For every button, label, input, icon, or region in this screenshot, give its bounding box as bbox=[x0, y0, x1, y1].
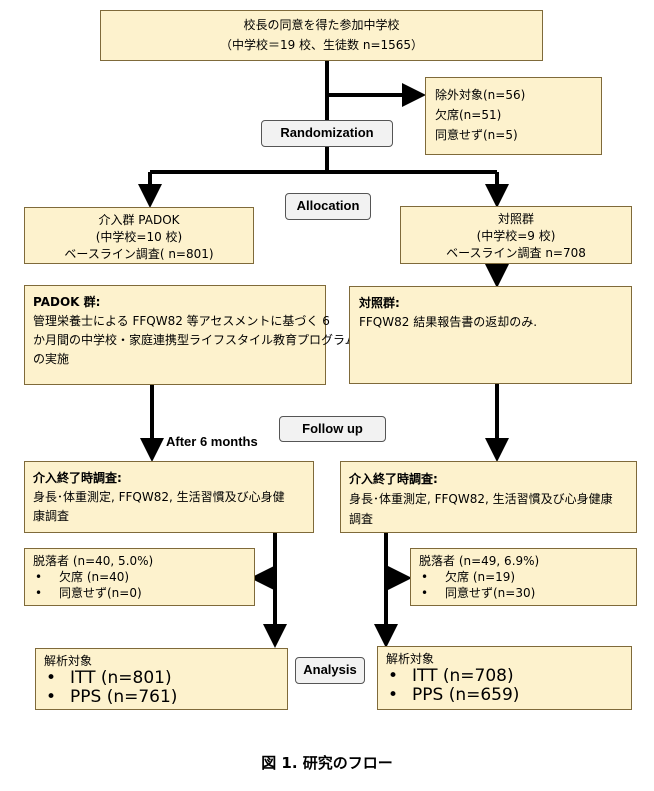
analysis-left-title: 解析対象 bbox=[44, 654, 93, 668]
tag-follow-up: Follow up bbox=[279, 416, 386, 442]
control-schools: (中学校=9 校) bbox=[476, 229, 556, 243]
dropout-left-no-consent: 同意せず(n=0) bbox=[33, 585, 254, 601]
end-survey-right-l1: 身長･体重測定, FFQW82, 生活習慣及び心身健康 bbox=[349, 492, 613, 506]
tag-randomization: Randomization bbox=[261, 120, 393, 147]
analysis-left-pps: PPS (n=761) bbox=[44, 688, 287, 707]
excluded-box: 除外対象(n=56) 欠席(n=51) 同意せず(n=5) bbox=[425, 77, 602, 155]
control-program-title: 対照群: bbox=[359, 296, 400, 310]
dropout-left-title: 脱落者 (n=40, 5.0%) bbox=[33, 554, 154, 568]
end-survey-right-l2: 調査 bbox=[349, 512, 374, 526]
tag-allocation: Allocation bbox=[285, 193, 371, 220]
end-survey-left-box: 介入終了時調査: 身長･体重測定, FFQW82, 生活習慣及び心身健 康調査 bbox=[24, 461, 314, 533]
dropout-left-box: 脱落者 (n=40, 5.0%) 欠席 (n=40) 同意せず(n=0) bbox=[24, 548, 255, 606]
after-months-label: After 6 months bbox=[166, 434, 258, 449]
padok-program-box: PADOK 群: 管理栄養士による FFQW82 等アセスメントに基づく 6 か… bbox=[24, 285, 357, 385]
excluded-absent: 欠席(n=51) bbox=[435, 108, 502, 122]
dropout-right-title: 脱落者 (n=49, 6.9%) bbox=[419, 554, 540, 568]
intervention-schools: (中学校=10 校) bbox=[95, 230, 183, 244]
enrollment-box: 校長の同意を得た参加中学校 （中学校＝19 校、生徒数 n=1565） bbox=[100, 10, 543, 61]
analysis-right-pps: PPS (n=659) bbox=[386, 686, 631, 705]
end-survey-right-box: 介入終了時調査: 身長･体重測定, FFQW82, 生活習慣及び心身健康 調査 bbox=[340, 461, 637, 533]
control-group-box: 対照群 (中学校=9 校) ベースライン調査 n=708 bbox=[400, 206, 632, 264]
dropout-right-absent: 欠席 (n=19) bbox=[419, 569, 636, 585]
end-survey-left-l2: 康調査 bbox=[33, 509, 70, 523]
enrollment-line2: （中学校＝19 校、生徒数 n=1565） bbox=[219, 38, 424, 52]
intervention-group-box: 介入群 PADOK (中学校=10 校) ベースライン調査( n=801) bbox=[24, 207, 254, 264]
dropout-right-no-consent: 同意せず(n=30) bbox=[419, 585, 636, 601]
end-survey-left-title: 介入終了時調査: bbox=[33, 471, 122, 485]
end-survey-right-title: 介入終了時調査: bbox=[349, 472, 438, 486]
analysis-left-itt: ITT (n=801) bbox=[44, 669, 287, 688]
excluded-no-consent: 同意せず(n=5) bbox=[435, 128, 518, 142]
tag-analysis: Analysis bbox=[295, 657, 365, 684]
dropout-right-box: 脱落者 (n=49, 6.9%) 欠席 (n=19) 同意せず(n=30) bbox=[410, 548, 637, 606]
control-program-desc: FFQW82 結果報告書の返却のみ. bbox=[359, 315, 538, 329]
intervention-group-title: 介入群 PADOK bbox=[98, 213, 180, 227]
control-baseline: ベースライン調査 n=708 bbox=[446, 246, 586, 260]
figure-caption: 図 1. 研究のフロー bbox=[261, 754, 393, 772]
padok-desc-1: 管理栄養士による FFQW82 等アセスメントに基づく 6 bbox=[33, 314, 330, 328]
padok-desc-3: の実施 bbox=[33, 352, 70, 366]
intervention-baseline: ベースライン調査( n=801) bbox=[64, 247, 214, 261]
analysis-right-itt: ITT (n=708) bbox=[386, 667, 631, 686]
analysis-right-title: 解析対象 bbox=[386, 652, 435, 666]
analysis-left-box: 解析対象 ITT (n=801) PPS (n=761) bbox=[35, 648, 288, 710]
control-program-box: 対照群: FFQW82 結果報告書の返却のみ. bbox=[349, 286, 632, 384]
padok-title: PADOK 群: bbox=[33, 295, 101, 309]
analysis-right-box: 解析対象 ITT (n=708) PPS (n=659) bbox=[377, 646, 632, 710]
enrollment-line1: 校長の同意を得た参加中学校 bbox=[243, 18, 400, 32]
dropout-left-absent: 欠席 (n=40) bbox=[33, 569, 254, 585]
padok-desc-2: か月間の中学校・家庭連携型ライフスタイル教育プログラム bbox=[33, 333, 357, 347]
control-group-title: 対照群 bbox=[497, 212, 534, 226]
end-survey-left-l1: 身長･体重測定, FFQW82, 生活習慣及び心身健 bbox=[33, 490, 285, 504]
excluded-title: 除外対象(n=56) bbox=[435, 88, 526, 102]
